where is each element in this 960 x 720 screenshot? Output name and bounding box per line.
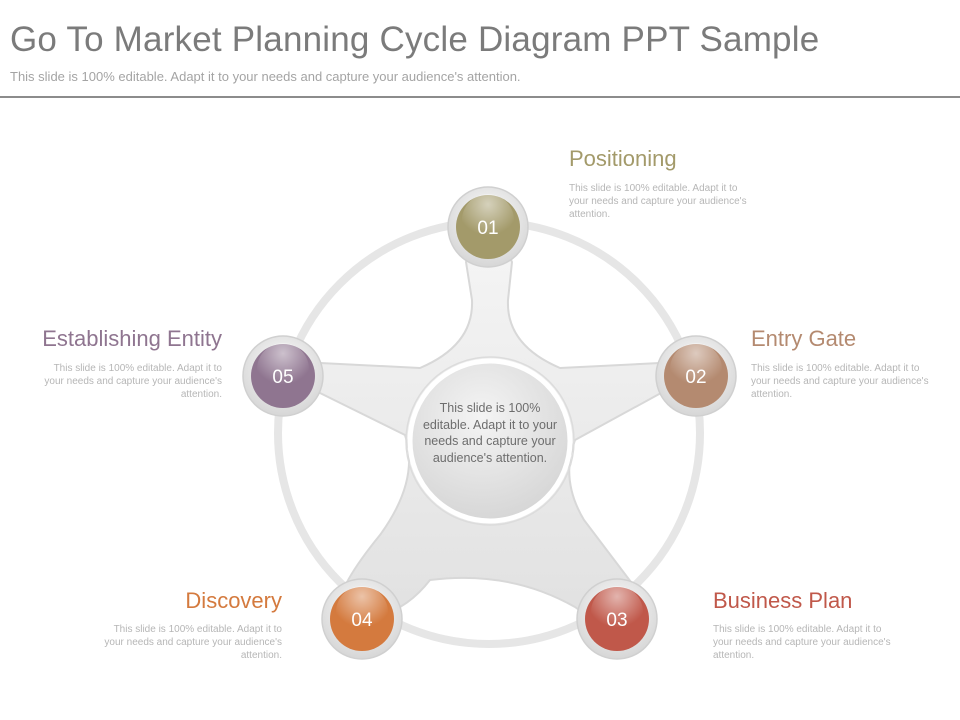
center-hub <box>407 358 573 524</box>
step-node-03: 03 <box>576 578 658 660</box>
step-number-05: 05 <box>272 367 293 388</box>
page-subtitle: This slide is 100% editable. Adapt it to… <box>10 69 521 84</box>
step-title-business-plan: Business Plan <box>713 588 853 613</box>
step-number-04: 04 <box>351 610 373 631</box>
step-desc-business-plan: This slide is 100% editable. Adapt it to… <box>713 624 891 661</box>
center-hub-text: This slide is 100% editable. Adapt it to… <box>422 401 558 465</box>
step-title-positioning: Positioning <box>569 146 677 171</box>
step-desc-positioning: This slide is 100% editable. Adapt it to… <box>569 183 747 220</box>
step-number-01: 01 <box>477 218 498 239</box>
step-title-discovery: Discovery <box>185 588 282 613</box>
step-node-02: 02 <box>655 335 737 417</box>
step-desc-entry-gate: This slide is 100% editable. Adapt it to… <box>751 363 929 400</box>
step-node-04: 04 <box>321 578 403 660</box>
page-title: Go To Market Planning Cycle Diagram PPT … <box>10 20 820 59</box>
step-number-03: 03 <box>606 610 627 631</box>
step-desc-establishing-entity: This slide is 100% editable. Adapt it to… <box>44 363 222 400</box>
title-divider <box>0 96 960 98</box>
step-number-02: 02 <box>685 367 706 388</box>
step-desc-discovery: This slide is 100% editable. Adapt it to… <box>104 624 282 661</box>
step-title-entry-gate: Entry Gate <box>751 326 857 351</box>
step-node-01: 01 <box>447 186 529 268</box>
step-title-establishing-entity: Establishing Entity <box>42 326 222 351</box>
step-node-05: 05 <box>242 335 324 417</box>
